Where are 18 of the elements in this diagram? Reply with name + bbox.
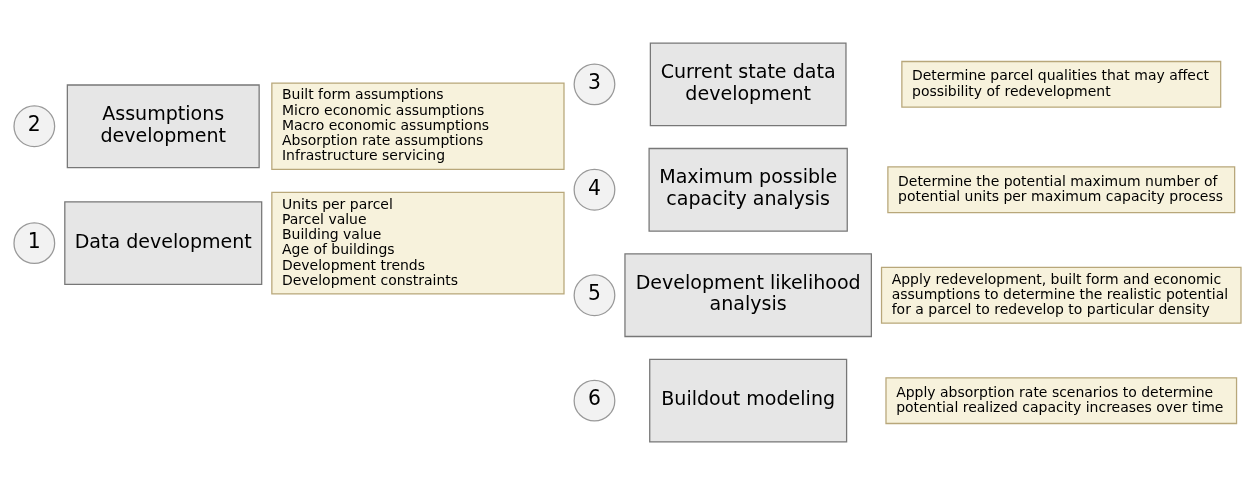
node-box: Maximum possible capacity analysis [648, 147, 848, 232]
node-circle: 2 [13, 105, 56, 148]
node-circle: 6 [573, 379, 616, 422]
node-box: Current state data development [649, 42, 847, 127]
node-circle: 4 [573, 168, 616, 211]
node-box: Assumptions development [66, 84, 260, 169]
node-box: Development likelihood analysis [624, 253, 872, 338]
node-box: Buildout modeling [649, 358, 848, 443]
node-circle: 5 [573, 274, 616, 317]
node-box: Data development [64, 201, 263, 286]
node-box: Determine the potential maximum number of potential units per maximum capacity process [887, 166, 1236, 214]
node-box: Built form assumptions Micro economic assumptions Macro economic assumptions Absorption rate assumptions Infrastructure servicing [271, 82, 565, 171]
node-circle: 3 [573, 63, 616, 106]
node-box: Determine parcel qualities that may affect possibility of redevelopment [901, 60, 1222, 108]
node-box: Apply redevelopment, built form and economic assumptions to determine the realistic potential for a parcel to redevelop to particular density [880, 266, 1242, 324]
node-box: Apply absorption rate scenarios to determine potential realized capacity increases over time [885, 377, 1238, 425]
node-box: Units per parcel Parcel value Building value Age of buildings Development trends Development constraints [271, 191, 565, 295]
node-circle: 1 [13, 222, 56, 265]
